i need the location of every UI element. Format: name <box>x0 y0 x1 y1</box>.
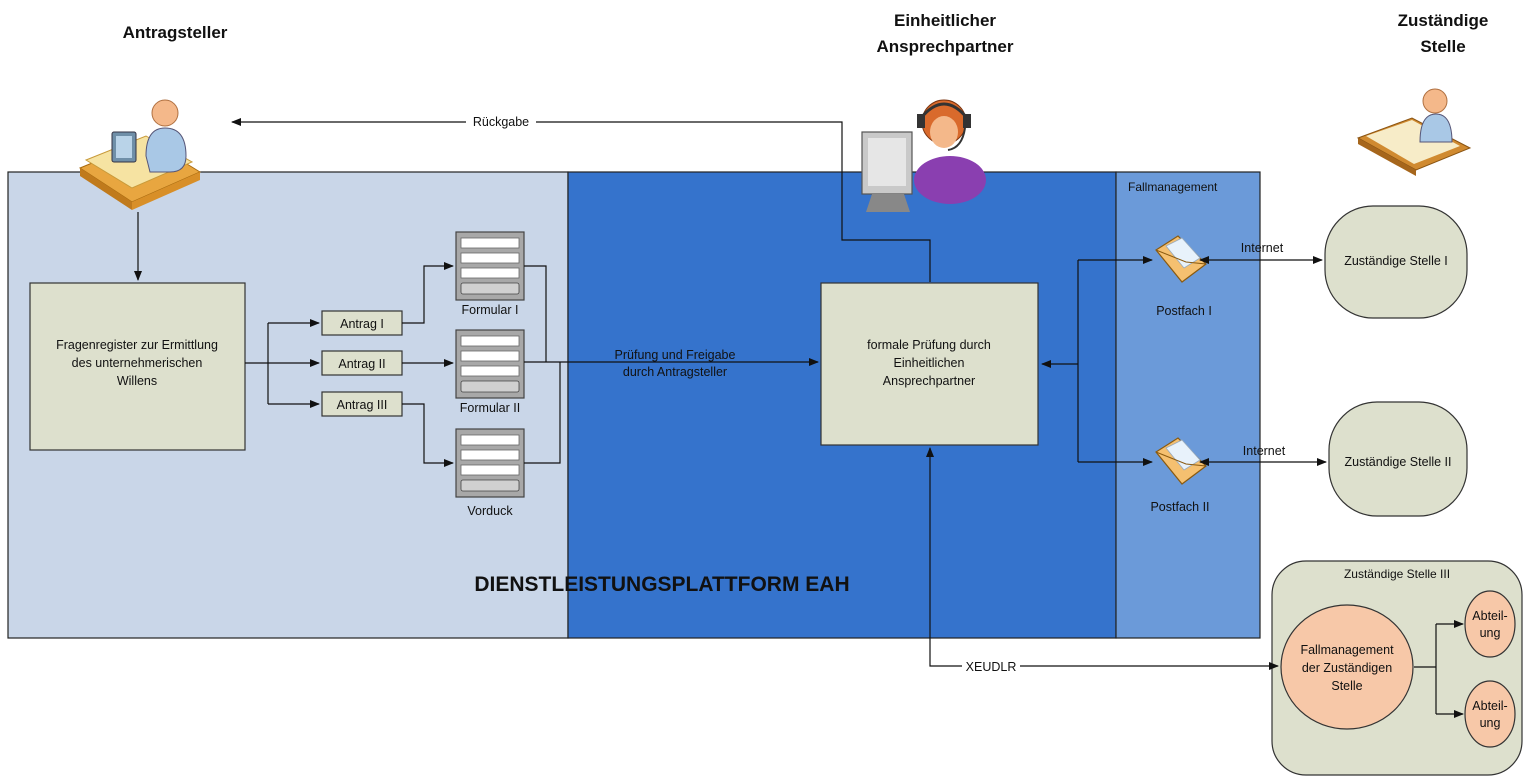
internet-label-2: Internet <box>1243 444 1286 458</box>
contact-person-headset-icon <box>861 99 986 212</box>
mailbox-1-label: Postfach I <box>1156 304 1212 318</box>
authority-case-management-circle <box>1280 604 1414 730</box>
header-authority-line1: Zuständige <box>1398 11 1489 30</box>
question-register-box <box>29 282 246 451</box>
formal-check-box <box>820 282 1039 446</box>
applicant-desk-icon <box>78 99 202 210</box>
question-register-line1: Fragenregister zur Ermittlung <box>56 338 218 352</box>
arrow-to-form-3 <box>402 403 454 467</box>
case-management-label: Fallmanagement <box>1128 180 1218 194</box>
check-release-line2: durch Antragsteller <box>623 365 727 379</box>
form-3-icon <box>455 428 525 498</box>
form-3-collector-line <box>524 362 561 464</box>
application-2-label: Antrag II <box>338 357 385 371</box>
header-applicant: Antragsteller <box>123 23 228 42</box>
authority-case-management-line2: der Zuständigen <box>1302 661 1392 675</box>
department-2-line1: Abteil- <box>1472 699 1507 713</box>
department-1-line1: Abteil- <box>1472 609 1507 623</box>
form-2-label: Formular II <box>460 401 520 415</box>
header-contact-line2: Ansprechpartner <box>877 37 1014 56</box>
platform-title: DIENSTLEISTUNGSPLATTFORM EAH <box>474 573 849 596</box>
return-label: Rückgabe <box>473 115 529 129</box>
authority-3-label: Zuständige Stelle III <box>1344 567 1450 581</box>
xeudlr-link <box>926 447 1279 670</box>
authority-case-management-line3: Stelle <box>1331 679 1362 693</box>
header-contact-line1: Einheitlicher <box>894 11 996 30</box>
internet-label-1: Internet <box>1241 241 1284 255</box>
application-1-box <box>321 310 403 336</box>
application-1-label: Antrag I <box>340 317 384 331</box>
authority-2-box <box>1328 401 1468 517</box>
xeudlr-label: XEUDLR <box>966 660 1017 674</box>
return-arrow <box>231 118 931 282</box>
department-2-circle <box>1464 680 1516 748</box>
department-1-line2: ung <box>1480 626 1501 640</box>
authority-1-box <box>1324 205 1468 319</box>
question-register-line3: Willens <box>117 374 157 388</box>
department-1-circle <box>1464 590 1516 658</box>
formal-check-line3: Ansprechpartner <box>883 374 975 388</box>
authority-case-management-line1: Fallmanagement <box>1300 643 1394 657</box>
form-1-icon <box>455 231 525 301</box>
formal-check-line2: Einheitlichen <box>894 356 965 370</box>
application-3-label: Antrag III <box>337 398 388 412</box>
header-authority-line2: Stelle <box>1420 37 1465 56</box>
application-2-box <box>321 350 403 376</box>
case-management-zone <box>1115 171 1261 639</box>
mailbox-2-label: Postfach II <box>1150 500 1209 514</box>
form-1-collector-line <box>524 265 547 362</box>
authority-1-label: Zuständige Stelle I <box>1344 254 1448 268</box>
application-3-box <box>321 391 403 417</box>
question-register-line2: des unternehmerischen <box>72 356 203 370</box>
department-2-line2: ung <box>1480 716 1501 730</box>
form-1-label: Formular I <box>462 303 519 317</box>
authority-clerk-icon <box>1356 88 1472 176</box>
authority-2-label: Zuständige Stelle II <box>1344 455 1451 469</box>
formal-check-line1: formale Prüfung durch <box>867 338 991 352</box>
form-3-label: Vorduck <box>467 504 513 518</box>
check-release-line1: Prüfung und Freigabe <box>615 348 736 362</box>
arrow-to-form-1 <box>402 262 454 324</box>
form-2-icon <box>455 329 525 399</box>
